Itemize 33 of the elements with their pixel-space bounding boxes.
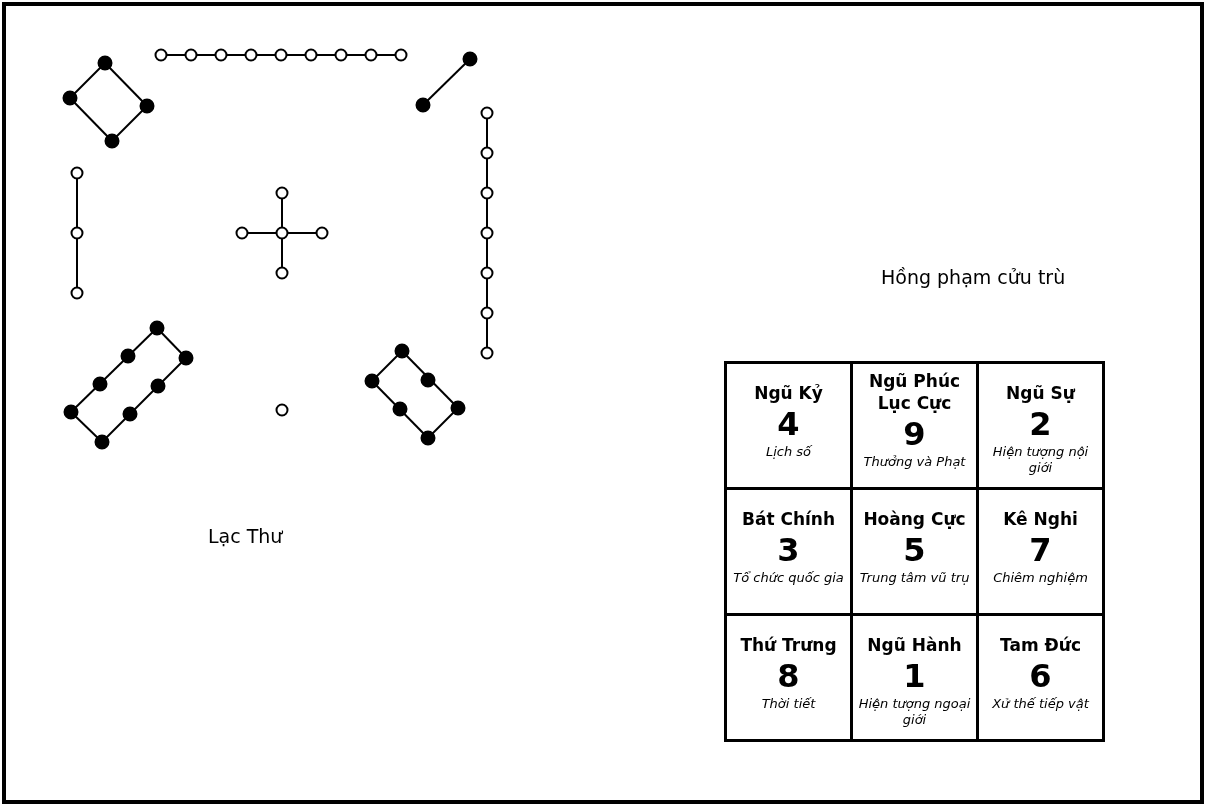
grid-cell bbox=[976, 361, 1105, 490]
category-description: Lịch số bbox=[765, 444, 812, 460]
drawing-caption: Lạc Thư bbox=[208, 525, 283, 547]
grid-cell bbox=[724, 613, 853, 742]
grid-cell bbox=[724, 361, 853, 490]
category-number: 7 bbox=[1029, 532, 1052, 568]
category-name: Kê Nghi bbox=[1003, 508, 1078, 530]
category-number: 9 bbox=[903, 416, 926, 452]
category-name: Ngũ Hành bbox=[867, 634, 962, 656]
category-number: 3 bbox=[777, 532, 800, 568]
category-number: 8 bbox=[777, 658, 800, 694]
category-description: Hiện tượng nội giới bbox=[991, 444, 1090, 476]
category-number: 2 bbox=[1029, 406, 1052, 442]
grid-cell bbox=[976, 613, 1105, 742]
category-description: Hiện tượng ngoại giới bbox=[857, 696, 972, 728]
category-description: Tổ chức quốc gia bbox=[733, 570, 844, 586]
grid-title: Hồng phạm cửu trù bbox=[881, 266, 1066, 288]
category-description: Thưởng và Phạt bbox=[863, 454, 966, 470]
category-name: Tam Đức bbox=[1000, 634, 1081, 656]
category-name: Ngũ Sự bbox=[1006, 382, 1075, 404]
category-description: Chiêm nghiệm bbox=[993, 570, 1088, 586]
category-number: 6 bbox=[1029, 658, 1052, 694]
category-name: Bát Chính bbox=[741, 508, 836, 530]
category-description: Thời tiết bbox=[761, 696, 816, 712]
category-number: 5 bbox=[903, 532, 926, 568]
category-name: Ngũ Phúc Lục Cực bbox=[867, 370, 962, 414]
category-description: Trung tâm vũ trụ bbox=[859, 570, 970, 586]
category-number: 1 bbox=[903, 658, 926, 694]
category-number: 4 bbox=[777, 406, 800, 442]
category-name: Thứ Trưng bbox=[740, 634, 837, 656]
category-name: Hoàng Cực bbox=[863, 508, 966, 530]
category-name: Ngũ Kỷ bbox=[754, 382, 823, 404]
category-description: Xử thế tiếp vật bbox=[992, 696, 1089, 712]
